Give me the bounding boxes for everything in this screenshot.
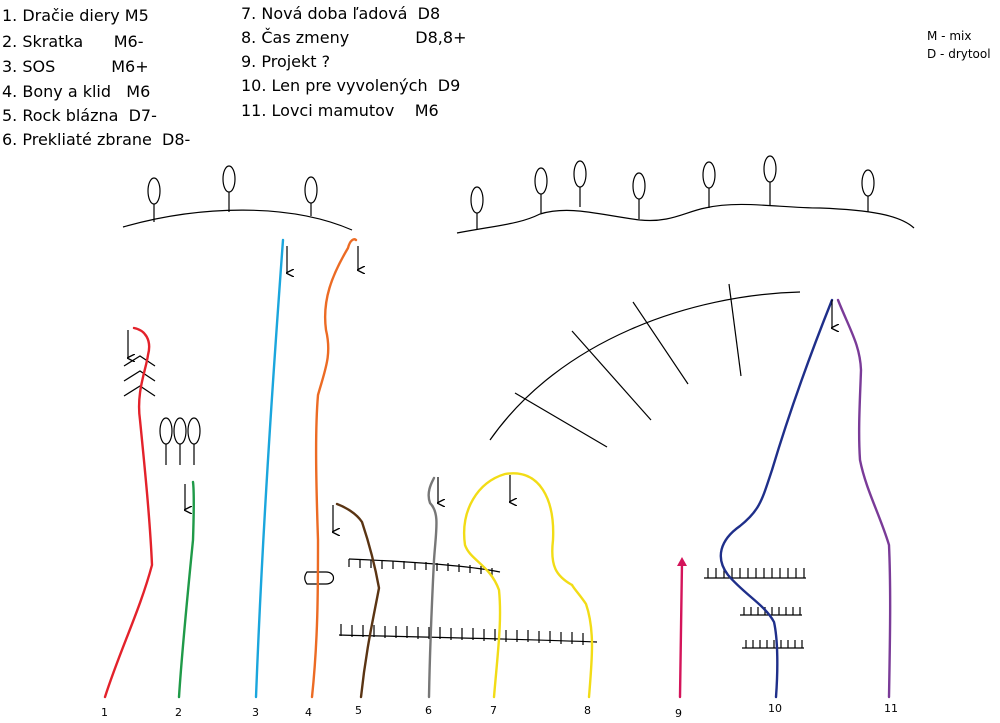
- route-entry-7: 7. Nová doba ľadová D8: [241, 4, 440, 23]
- routes: [103, 238, 892, 699]
- route-number-6: 6: [425, 704, 432, 717]
- route-entry-3: 3. SOS M6+: [2, 57, 149, 76]
- route-entry-2: 2. Skratka M6-: [2, 32, 144, 51]
- start-arrows: [128, 246, 832, 532]
- route-entry-1: 1. Dračie diery M5: [2, 6, 149, 25]
- tree-icon: [861, 169, 875, 212]
- route-line-6: [427, 476, 438, 699]
- tree-icon: [702, 161, 716, 208]
- tree-icon: [147, 177, 161, 222]
- left-hilltop: [122, 165, 353, 231]
- tree-icon: [763, 155, 777, 206]
- route-line-5: [335, 502, 381, 699]
- route-line-4: [310, 238, 358, 699]
- route-line-7: [462, 472, 574, 699]
- right-hilltop: [456, 155, 915, 234]
- route-entry-5: 5. Rock blázna D7-: [2, 106, 157, 125]
- tree-icon: [573, 160, 587, 207]
- route-list-left: 1. Dračie diery M5 2. Skratka M6- 3. SOS…: [2, 6, 190, 149]
- route-entry-10: 10. Len pre vyvolených D9: [241, 76, 460, 95]
- left-hill-ridge: [122, 209, 353, 231]
- route-number-8: 8: [584, 704, 591, 717]
- route-9-arrowhead: [677, 557, 687, 566]
- route-number-4: 4: [305, 706, 312, 719]
- route-entry-8: 8. Čas zmeny D8,8+: [241, 28, 466, 47]
- route-number-11: 11: [884, 702, 898, 715]
- route-line-3: [254, 238, 285, 699]
- route-line-9: [678, 560, 684, 699]
- tree-icon: [470, 186, 484, 230]
- tree-cluster: [159, 417, 201, 465]
- tree-icon: [632, 172, 646, 219]
- route-list-right: 7. Nová doba ľadová D8 8. Čas zmeny D8,8…: [241, 4, 466, 120]
- route-number-7: 7: [490, 704, 497, 717]
- route-entry-11: 11. Lovci mamutov M6: [241, 101, 439, 120]
- overhang-arc: [489, 283, 801, 448]
- route-number-labels: 1 2 3 4 5 6 7 8 9 10 11: [101, 702, 898, 720]
- route-entry-9: 9. Projekt ?: [241, 52, 330, 71]
- ledge-hatching: [338, 558, 806, 649]
- tree-icon: [222, 165, 236, 212]
- legend-mix: M - mix: [927, 29, 971, 43]
- legend-drytool: D - drytool: [927, 47, 991, 61]
- route-entry-4: 4. Bony a klid M6: [2, 82, 150, 101]
- pocket-hole: [304, 571, 335, 585]
- route-number-9: 9: [675, 707, 682, 720]
- tree-icon: [304, 176, 318, 216]
- route-line-2: [177, 480, 195, 699]
- route-number-5: 5: [355, 704, 362, 717]
- route-line-1: [103, 326, 154, 699]
- route-number-3: 3: [252, 706, 259, 719]
- route-number-10: 10: [768, 702, 782, 715]
- legend: M - mix D - drytool: [927, 29, 991, 61]
- route-number-1: 1: [101, 706, 108, 719]
- route-line-11: [836, 298, 892, 699]
- route-number-2: 2: [175, 706, 182, 719]
- right-hill-ridge: [456, 203, 915, 234]
- route-line-8: [570, 583, 594, 699]
- route-entry-6: 6. Prekliaté zbrane D8-: [2, 130, 190, 149]
- route-line-10: [719, 298, 834, 699]
- tree-icon: [534, 167, 548, 213]
